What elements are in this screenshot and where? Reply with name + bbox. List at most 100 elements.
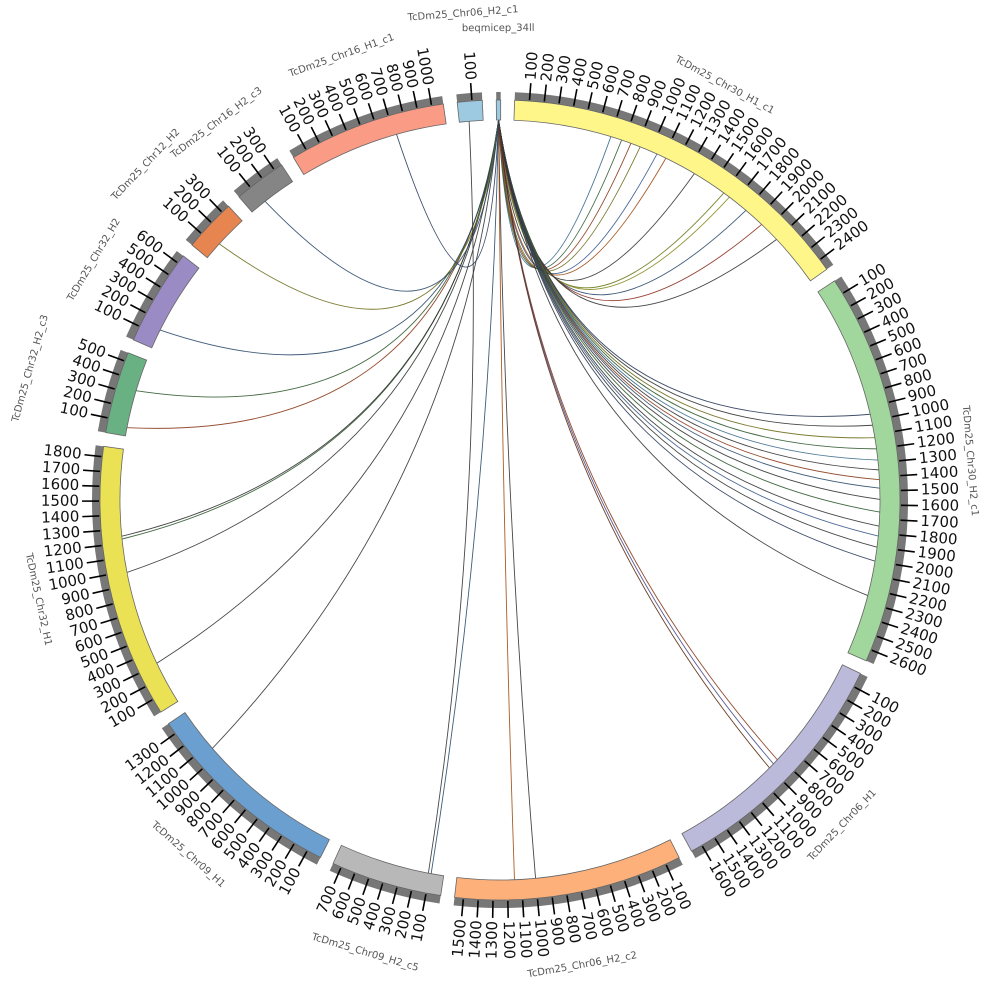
segment-block [105,352,148,437]
tick-label: 1200 [916,429,956,452]
link [498,119,695,282]
link [498,119,515,880]
tick-mark [820,248,835,260]
tick-mark [580,892,586,910]
tick-mark [397,94,404,112]
segment-block [99,445,179,713]
tick-mark [900,519,918,522]
tick-mark [94,398,112,405]
tick-label: 1500 [449,918,470,958]
tick-label: 2000 [914,558,955,582]
segment-scale-band [97,349,129,433]
tick-mark [595,889,601,907]
segment-beqmicep-34ll: beqmicep_34ll [462,23,535,121]
tick-mark [246,818,258,834]
link [498,119,612,269]
tick-mark [758,180,772,195]
segment-tcdm25-chr06-h2-c2: 1002003004005006007008009001000110012001… [449,839,695,981]
segment-block [454,839,680,901]
tick-mark [376,883,384,900]
tick-label: 300 [553,54,575,85]
tick-mark [658,115,667,133]
tick-label: 200 [537,52,558,82]
tick-mark [863,324,881,334]
tick-mark [362,878,370,896]
link [396,119,499,268]
tick-label: 800 [562,913,585,944]
tick-mark [297,851,308,867]
tick-mark [791,212,805,226]
tick-mark [783,782,798,796]
tick-label: 1300 [482,921,501,959]
tick-label: 1100 [515,920,535,959]
tick-mark [892,578,910,584]
tick-mark [839,712,855,723]
tick-mark [616,99,623,117]
tick-mark [871,649,888,658]
tick-label: 1400 [41,507,80,527]
tick-label: 1300 [918,446,958,468]
segment-label: beqmicep_34ll [462,23,535,34]
segment-block [332,844,445,897]
tick-mark [83,469,101,473]
tick-mark [391,887,398,905]
tick-label: 900 [398,58,422,90]
tick-label: 1900 [917,543,957,566]
segment-label: TcDm25_Chr32_H2_c3 [10,314,51,425]
segment-tcdm25-chr09-h1: 1002003004005006007008009001000110012001… [122,712,330,898]
tick-mark [894,427,912,433]
link [427,121,474,874]
segment-scale-band [456,92,483,103]
tick-mark [773,792,786,806]
tick-mark [857,310,874,320]
tick-mark [747,171,760,186]
tick-mark [84,453,102,458]
tick-label: 700 [577,910,600,942]
tick-mark [421,893,427,911]
link [498,119,747,296]
tick-mark [122,672,139,682]
link [212,119,499,749]
tick-mark [324,119,334,137]
tick-mark [623,880,631,898]
segment-tcdm25-chr30-h2-c1: 1002003004005006007008009001000110012001… [817,260,980,680]
tick-mark [271,835,283,851]
tick-mark [82,515,100,518]
tick-mark [83,529,101,533]
segment-scale-band [161,723,321,865]
tick-mark [129,686,146,696]
tick-mark [884,382,902,389]
tick-mark [238,172,251,188]
tick-mark [881,621,899,629]
tick-mark [875,353,892,361]
segment-label: TcDm25_Chr06_H2_c1 [406,4,518,23]
tick-mark [116,659,133,668]
tick-mark [137,699,153,710]
tick-mark [750,811,763,827]
tick-mark [310,126,320,143]
tick-mark [130,304,146,314]
tick-mark [137,290,154,301]
tick-mark [701,845,712,862]
link [498,119,730,290]
tick-label: 1200 [500,921,519,960]
tick-mark [198,209,212,223]
tick-mark [160,733,175,745]
tick-mark [145,277,161,288]
link [159,119,499,356]
tick-label: 1800 [919,527,959,548]
tick-mark [735,161,747,177]
tick-label: 500 [583,59,607,91]
link [498,119,537,879]
tick-mark [710,144,722,160]
tick-mark [842,283,859,294]
tick-mark [110,645,127,654]
tick-mark [102,368,120,376]
link [498,119,762,302]
tick-mark [889,592,907,599]
tick-mark [899,458,917,462]
tick-mark [794,771,808,785]
tick-mark [895,563,913,569]
tick-mark [179,756,194,770]
